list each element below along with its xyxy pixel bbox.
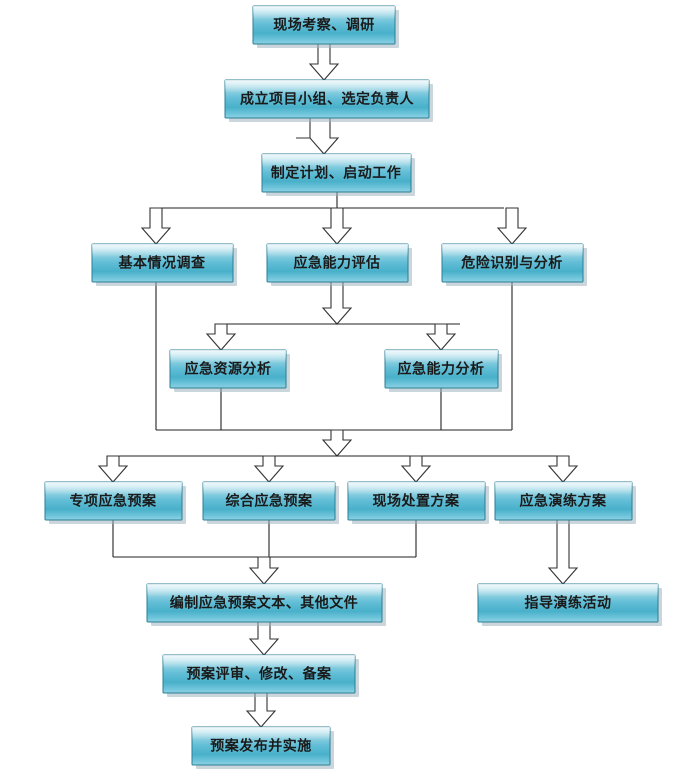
arrow-bus-to-n9 bbox=[97, 455, 129, 483]
node-label: 应急演练方案 bbox=[520, 493, 607, 509]
node-label: 应急资源分析 bbox=[185, 361, 272, 377]
node-zhidao-yanlian-huodong[interactable]: 指导演练活动 bbox=[477, 583, 662, 626]
arrow-bus-to-n11 bbox=[400, 455, 432, 483]
arrow-n2-to-n3 bbox=[296, 117, 340, 155]
node-zhuanxiang-yingji-yuan[interactable]: 专项应急预案 bbox=[44, 481, 186, 524]
node-zhiding-jihua[interactable]: 制定计划、启动工作 bbox=[261, 153, 415, 196]
node-label: 现场处置方案 bbox=[373, 493, 460, 509]
node-label: 专项应急预案 bbox=[70, 493, 157, 509]
node-xianchang-chuzhi-fangan[interactable]: 现场处置方案 bbox=[347, 481, 489, 524]
node-label: 指导演练活动 bbox=[525, 595, 612, 611]
node-label: 制定计划、启动工作 bbox=[271, 165, 402, 181]
node-weixian-shibie-yu-fenxi[interactable]: 危险识别与分析 bbox=[441, 243, 587, 286]
arrow-bus-to-n10 bbox=[253, 455, 285, 483]
node-label: 编制应急预案文本、其他文件 bbox=[170, 595, 359, 611]
arrow-bus2-to-n7 bbox=[205, 323, 237, 351]
node-label: 应急能力分析 bbox=[398, 361, 485, 377]
node-label: 预案评审、修改、备案 bbox=[187, 666, 332, 682]
arrow-n5-to-bus2 bbox=[321, 281, 353, 325]
node-label: 应急能力评估 bbox=[294, 255, 381, 271]
node-bianzhi-yingji-yyuan-wenben[interactable]: 编制应急预案文本、其他文件 bbox=[146, 583, 386, 626]
node-label: 预案发布并实施 bbox=[210, 738, 312, 754]
node-zonghe-yingji-yuan[interactable]: 综合应急预案 bbox=[202, 481, 339, 524]
node-yuan-fabu-bing-shishi[interactable]: 预案发布并实施 bbox=[191, 726, 334, 769]
node-yingji-nengli-fenxi[interactable]: 应急能力分析 bbox=[384, 349, 502, 392]
arrow-n12-to-n14 bbox=[547, 519, 579, 585]
arrow-bus-to-n12 bbox=[547, 455, 579, 483]
node-jiben-qingkuang-diaocha[interactable]: 基本情况调查 bbox=[91, 243, 237, 286]
node-label: 现场考察、调研 bbox=[273, 17, 375, 33]
arrow-bus-to-n5 bbox=[321, 207, 353, 245]
node-yingji-nengli-pinggu[interactable]: 应急能力评估 bbox=[266, 243, 412, 286]
arrow-merge-to-n13 bbox=[248, 556, 280, 585]
arrow-n13-to-n15 bbox=[248, 621, 280, 656]
arrow-n15-to-n16 bbox=[245, 692, 277, 728]
node-chengli-xiangmu-xiaozu[interactable]: 成立项目小组、选定负责人 bbox=[224, 79, 433, 122]
node-yingji-ziyuan-fenxi[interactable]: 应急资源分析 bbox=[169, 349, 290, 392]
node-label: 成立项目小组、选定负责人 bbox=[240, 91, 414, 107]
node-label: 基本情况调查 bbox=[119, 255, 206, 271]
node-yuan-pingshen-xiugai-beian[interactable]: 预案评审、修改、备案 bbox=[162, 654, 359, 697]
node-xianchang-kaocha[interactable]: 现场考察、调研 bbox=[252, 5, 399, 48]
node-yingji-yanlian-fangan[interactable]: 应急演练方案 bbox=[494, 481, 636, 524]
node-layer: 现场考察、调研 成立项目小组、选定负责人 制定计划、启动工作 bbox=[44, 5, 662, 769]
arrow-converge-down bbox=[321, 429, 353, 457]
node-label: 危险识别与分析 bbox=[460, 255, 563, 271]
arrow-bus2-to-n8 bbox=[425, 323, 457, 351]
arrow-n1-to-n2 bbox=[308, 43, 340, 81]
arrow-bus-to-n4 bbox=[140, 207, 172, 245]
node-label: 综合应急预案 bbox=[226, 493, 313, 509]
arrow-bus-to-n6 bbox=[496, 207, 528, 245]
